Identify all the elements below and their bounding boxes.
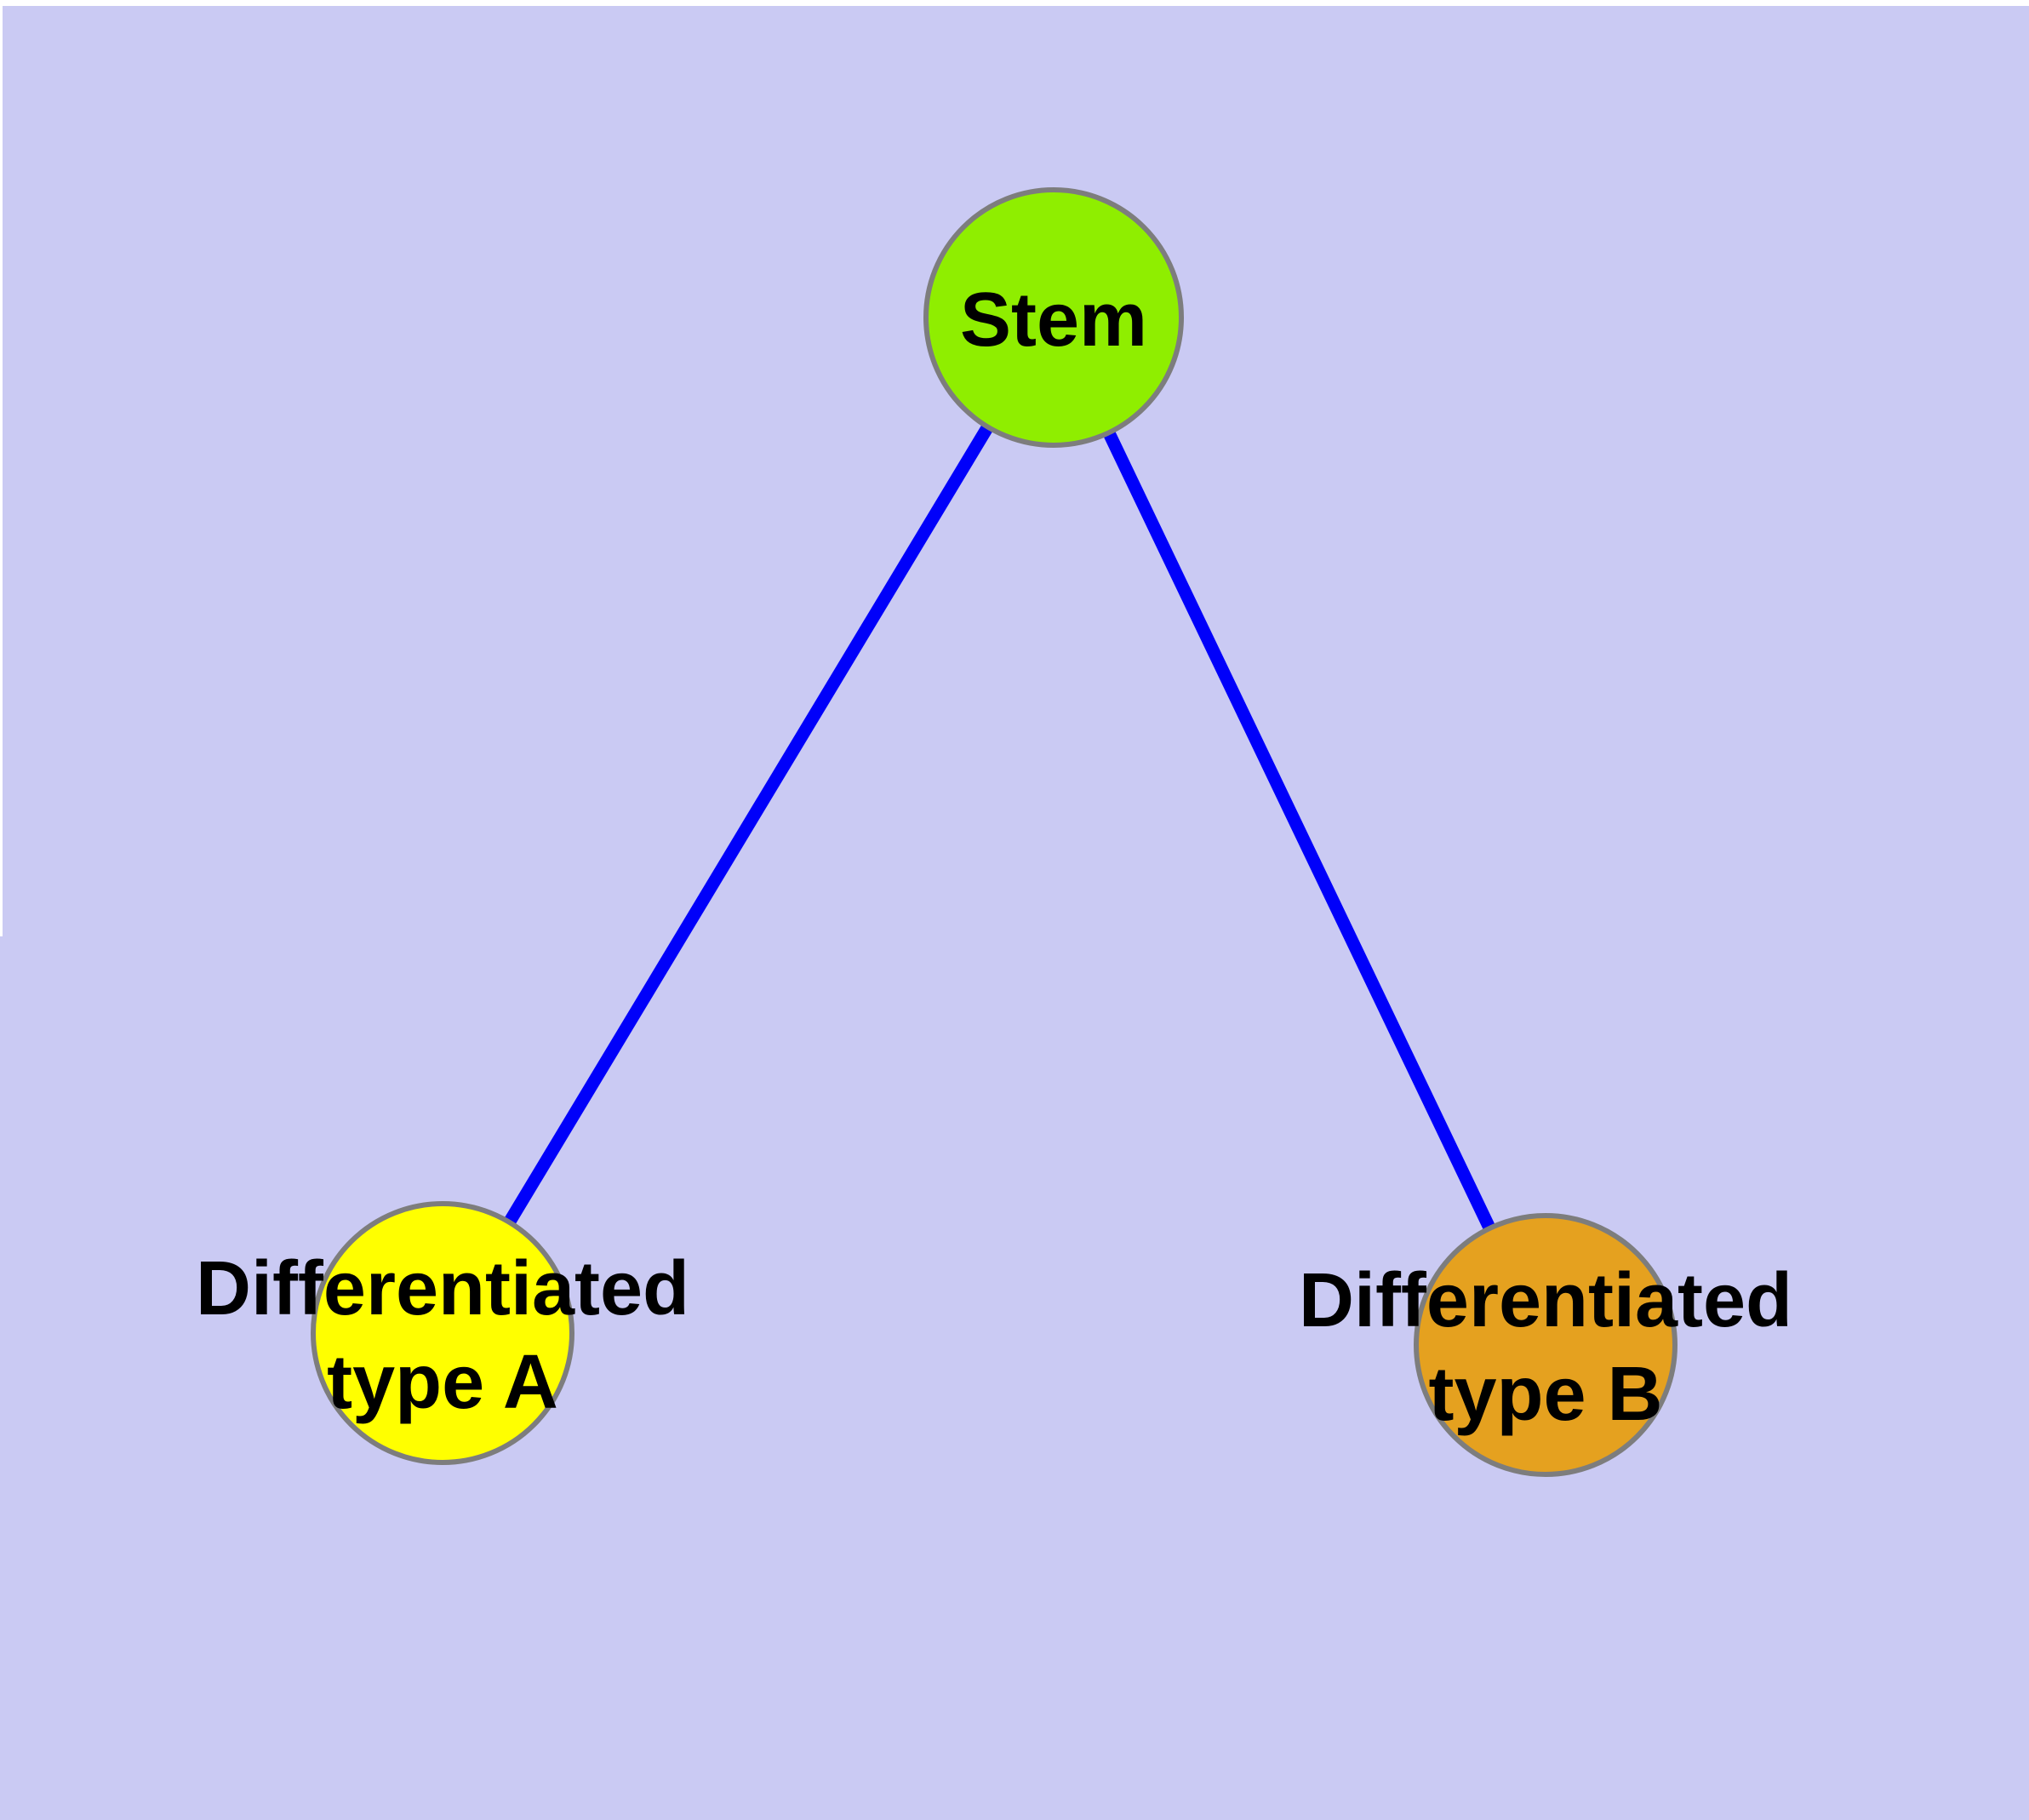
edge-stem-diff-a (437, 314, 1060, 1336)
node-label-line: type A (327, 1340, 558, 1425)
node-diff-b (1414, 1213, 1677, 1477)
node-label-line: Stem (960, 278, 1147, 363)
node-label-diff-a: Differentiated type A (196, 1246, 689, 1425)
left-margin (0, 0, 3, 936)
node-diff-a (311, 1201, 574, 1465)
node-label-diff-b: Differentiated type B (1299, 1258, 1792, 1437)
node-label-stem: Stem (960, 278, 1147, 363)
node-label-line: Differentiated (196, 1246, 689, 1331)
node-stem (923, 187, 1184, 448)
node-label-line: type B (1428, 1352, 1662, 1437)
node-label-line: Differentiated (1299, 1258, 1792, 1343)
edge-stem-diff-b (1048, 314, 1552, 1348)
top-margin (0, 0, 2029, 6)
